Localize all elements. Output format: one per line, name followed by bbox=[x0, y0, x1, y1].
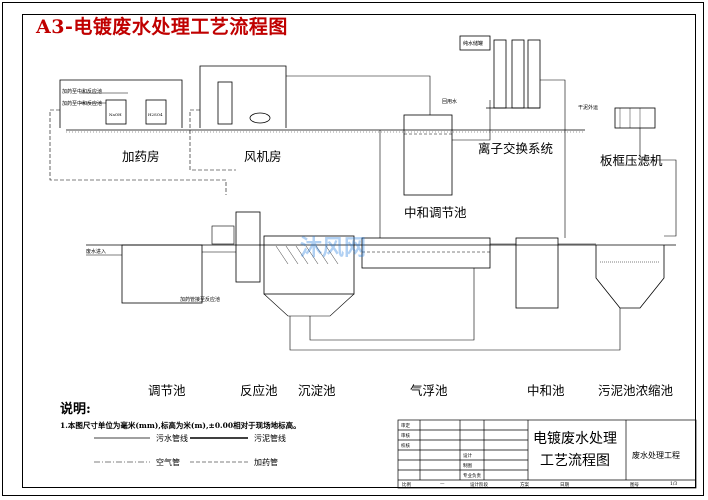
label-neutral-adjust-tank: 中和调节池 bbox=[404, 205, 467, 220]
watermark: 沐风网 bbox=[300, 236, 367, 261]
legend-dosing: 加药管 bbox=[254, 458, 278, 467]
legend-sludge: 污泥管线 bbox=[254, 434, 286, 443]
tb-title-line2: 工艺流程图 bbox=[540, 453, 610, 469]
label-ion-exchange: 离子交换系统 bbox=[478, 141, 554, 156]
sludge-thickener bbox=[595, 245, 665, 309]
neutralization-tank bbox=[515, 237, 559, 309]
label-dosing2: 加药至中和反应池 bbox=[62, 101, 103, 107]
tb-bottom-3: 方案 bbox=[520, 483, 529, 488]
blower-motor bbox=[249, 112, 271, 124]
tb-bottom-0: 比例 bbox=[402, 483, 411, 488]
dosing-room-shed bbox=[59, 79, 183, 128]
tb-bottom-2: 设计阶段 bbox=[470, 483, 488, 488]
tb-row-0: 审定 bbox=[401, 424, 410, 429]
ion-column-2 bbox=[511, 39, 525, 109]
ion-column-3 bbox=[527, 39, 541, 109]
tb-bottom-4: 日期 bbox=[560, 483, 569, 488]
flotation-tank bbox=[361, 237, 491, 269]
pure-water-tank bbox=[459, 35, 491, 51]
dosing-pipe bbox=[49, 109, 227, 195]
dosing-tank-1 bbox=[105, 99, 127, 125]
ion-column-1 bbox=[493, 39, 507, 109]
tb-title-line1: 电镀废水处理 bbox=[533, 431, 617, 447]
label-filter-press: 板框压滤机 bbox=[600, 153, 663, 168]
label-sludge-thickener: 污泥池浓缩池 bbox=[598, 383, 674, 398]
label-equalization: 调节池 bbox=[148, 383, 186, 398]
tb-bottom-5: 图号 bbox=[630, 483, 639, 488]
neutral-adjust-tank bbox=[403, 114, 453, 196]
notes-line1: 1.本图尺寸单位为毫米(mm),标高为米(m),±0.00相对于现场地标高。 bbox=[60, 421, 301, 430]
label-sedimentation: 沉淀池 bbox=[298, 383, 336, 398]
label-flotation: 气浮池 bbox=[410, 383, 448, 398]
filter-press-unit bbox=[614, 107, 656, 129]
tb-row-2: 校核 bbox=[401, 444, 410, 449]
label-mud-out: 干泥外运 bbox=[578, 105, 599, 111]
drawing-title: A3-电镀废水处理工艺流程图 bbox=[36, 16, 288, 38]
inner-frame bbox=[22, 14, 696, 488]
reaction-tank bbox=[235, 211, 261, 283]
sedimentation-tank bbox=[263, 235, 355, 295]
tb-bottom-6: 1/3 bbox=[670, 482, 678, 487]
label-pure-water: 纯水储罐 bbox=[463, 41, 484, 47]
tb-row-1: 审核 bbox=[401, 434, 410, 439]
legend-sewage: 污水管线 bbox=[156, 434, 188, 443]
tb-project: 废水处理工程 bbox=[632, 451, 680, 460]
label-reuse: 回用水 bbox=[442, 99, 458, 105]
legend-air: 空气管 bbox=[156, 458, 180, 467]
label-dosing1: 加药至中和反应池 bbox=[62, 89, 103, 95]
equalization-tank bbox=[121, 244, 203, 304]
label-neutralization: 中和池 bbox=[527, 383, 565, 398]
notes-heading: 说明: bbox=[60, 402, 91, 417]
label-h2so4: H2SO4 bbox=[148, 112, 163, 117]
label-drug-pipe: 加药管接至反应池 bbox=[180, 297, 221, 303]
label-dosing-room: 加药房 bbox=[122, 149, 160, 164]
blower-room-shed bbox=[199, 65, 287, 128]
label-reaction: 反应池 bbox=[240, 383, 278, 398]
label-water-in: 废水进入 bbox=[86, 249, 107, 255]
dosing-tank-2 bbox=[145, 99, 167, 125]
label-naoh: NaOH bbox=[109, 112, 122, 117]
blower-unit bbox=[217, 81, 233, 125]
label-blower-room: 风机房 bbox=[244, 149, 282, 164]
tb-row-5: 专业负责 bbox=[463, 474, 481, 479]
tb-row-3: 设计 bbox=[463, 454, 472, 459]
outer-frame bbox=[2, 2, 704, 496]
tb-bottom-1: — bbox=[440, 482, 445, 487]
tb-row-4: 制图 bbox=[463, 464, 472, 469]
